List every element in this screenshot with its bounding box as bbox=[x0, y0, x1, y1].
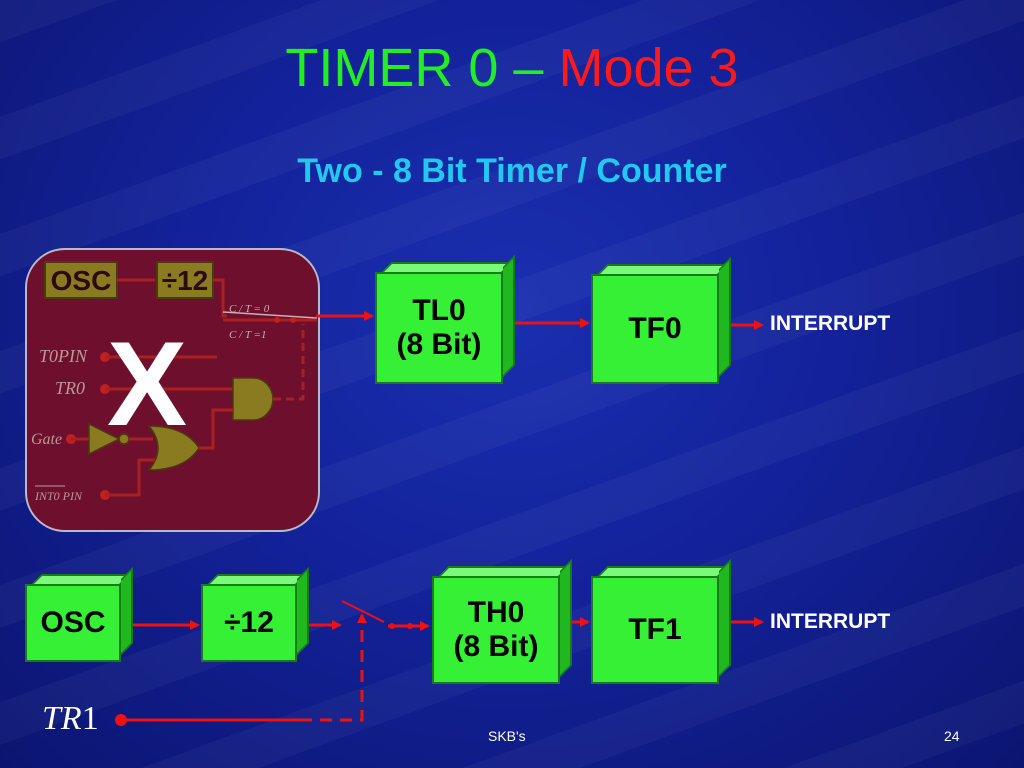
panel-gate-label: Gate bbox=[31, 431, 62, 448]
panel-div12-label: ÷12 bbox=[162, 265, 209, 296]
tr1-number: 1 bbox=[81, 700, 99, 737]
osc-box-top bbox=[32, 574, 131, 584]
panel-not-gate bbox=[88, 422, 121, 456]
slide-subtitle: Two - 8 Bit Timer / Counter bbox=[297, 152, 727, 190]
tf1-box-top bbox=[598, 566, 729, 576]
panel-osc-box bbox=[44, 261, 118, 299]
switch-node-a bbox=[389, 623, 395, 629]
tf0-label: TF0 bbox=[628, 312, 682, 345]
panel-ct0-label: C / T = 0 bbox=[229, 303, 270, 315]
cross-mark: X bbox=[107, 317, 187, 451]
div12-box-side bbox=[297, 567, 309, 655]
panel-osc-label: OSC bbox=[51, 265, 112, 296]
osc-box-side bbox=[121, 567, 133, 655]
panel-ct1-label: C / T =1 bbox=[229, 329, 267, 341]
osc-box: OSC bbox=[25, 567, 133, 662]
title-timer-text: TIMER 0 – bbox=[285, 38, 559, 98]
div12-box: ÷12 bbox=[201, 567, 309, 662]
tl0-box-side bbox=[503, 255, 515, 377]
tl0-box-top bbox=[382, 262, 513, 272]
tf1-box: TF1 bbox=[591, 559, 731, 684]
panel-switch-node-a bbox=[274, 317, 280, 323]
panel-div12-box bbox=[156, 261, 214, 299]
tl0-label: TL0 bbox=[412, 294, 466, 327]
panel-t0pin-label: T0PIN bbox=[39, 346, 88, 366]
interrupt-label-bottom: INTERRUPT bbox=[770, 610, 891, 633]
panel-int0pin-label: INT0 PIN bbox=[34, 489, 83, 503]
panel-and-output-wire bbox=[273, 324, 305, 401]
tf0-box-top bbox=[598, 264, 729, 274]
switch-arm bbox=[341, 600, 385, 623]
panel-or-output-wire bbox=[199, 408, 233, 450]
panel-or-gate bbox=[147, 425, 200, 471]
panel-tr0-label: TR0 bbox=[55, 378, 85, 398]
panel-int0-wire bbox=[105, 458, 155, 497]
panel-and-gate bbox=[232, 377, 274, 421]
tr1-label: TR1 bbox=[42, 700, 99, 738]
div12-box-top bbox=[208, 574, 307, 584]
tf0-box: TF0 bbox=[591, 257, 731, 384]
footer-page-number: 24 bbox=[944, 728, 960, 744]
timer0-control-panel: OSC ÷12 C / T = 0 C / T =1 T0PIN TR0 Gat… bbox=[25, 248, 320, 532]
panel-div12-wire bbox=[213, 278, 227, 318]
osc-label: OSC bbox=[40, 606, 106, 639]
th0-bits-label: (8 Bit) bbox=[453, 630, 539, 663]
tr1-name: TR bbox=[42, 700, 82, 737]
control-logic-diagram: OSC ÷12 C / T = 0 C / T =1 T0PIN TR0 Gat… bbox=[31, 261, 318, 503]
interrupt-label-top: INTERRUPT bbox=[770, 312, 891, 335]
slide-title: TIMER 0 – Mode 3 bbox=[0, 38, 1024, 98]
switch-node-b bbox=[407, 623, 413, 629]
th0-label: TH0 bbox=[467, 596, 525, 629]
tf1-box-side bbox=[719, 559, 731, 677]
tf0-box-side bbox=[719, 257, 731, 377]
div12-label: ÷12 bbox=[224, 606, 274, 639]
th0-box-top bbox=[439, 566, 570, 576]
th0-box-side bbox=[560, 559, 572, 677]
panel-switch-node-b bbox=[290, 317, 296, 323]
panel-switch-arm bbox=[222, 311, 318, 319]
wire-tr1-dashed bbox=[300, 613, 367, 722]
title-mode-text: Mode 3 bbox=[558, 38, 739, 98]
tf1-label: TF1 bbox=[628, 613, 682, 646]
th0-box: TH0(8 Bit) bbox=[432, 559, 572, 684]
footer-author: SKB's bbox=[488, 728, 526, 744]
tl0-bits-label: (8 Bit) bbox=[396, 328, 482, 361]
tl0-box: TL0(8 Bit) bbox=[375, 255, 515, 384]
